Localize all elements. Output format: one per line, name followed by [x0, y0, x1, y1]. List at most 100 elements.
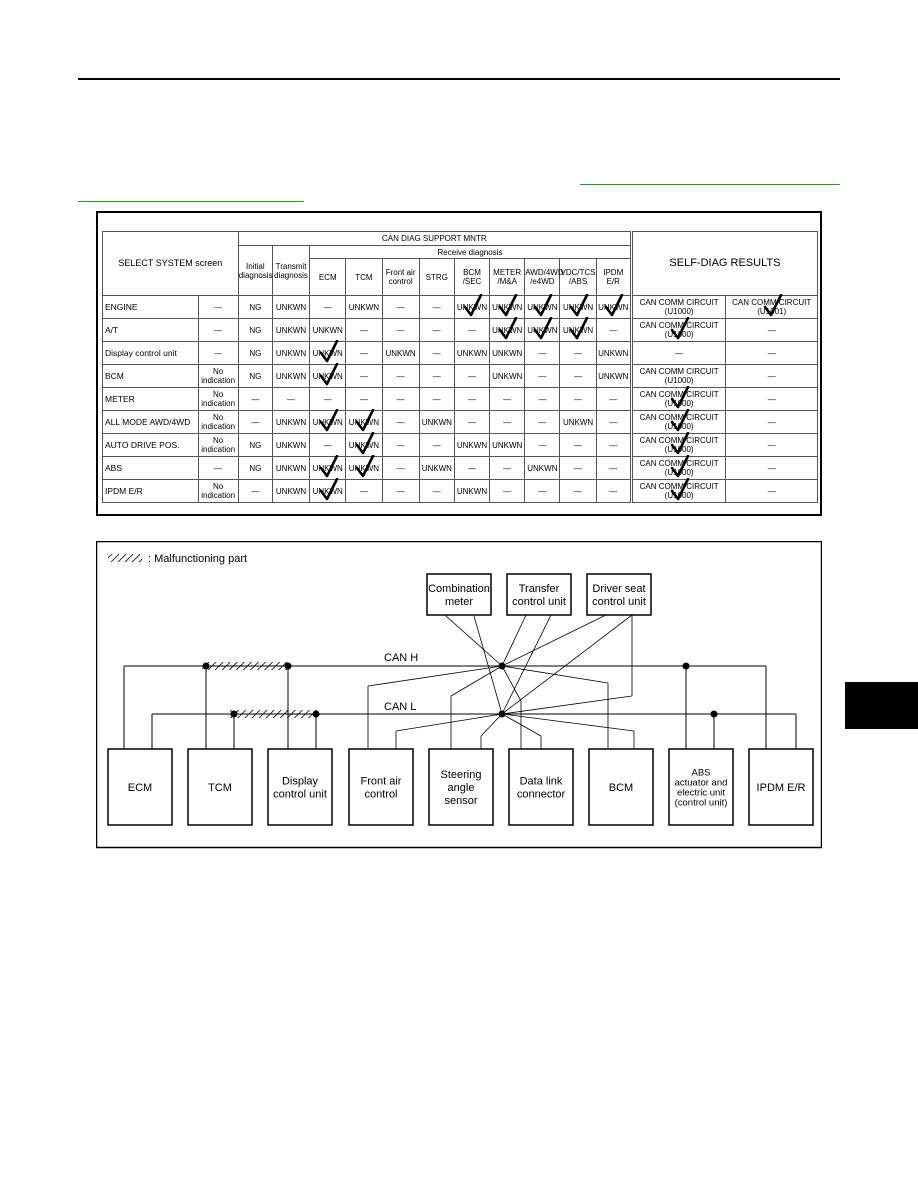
self-diag-value: CAN COMM CIRCUIT (U1000)	[639, 482, 719, 500]
diag-cell: UNKWN	[453, 433, 491, 457]
diag-cell-value: —	[503, 463, 512, 473]
unit-label: (control unit)	[675, 797, 728, 808]
diag-cell: UNKWN	[524, 456, 561, 480]
diag-cell-value: UNKWN	[348, 440, 380, 450]
diag-cell-value: —	[467, 325, 476, 335]
diag-cell-value: UNKWN	[275, 302, 307, 312]
diag-cell: —	[418, 295, 455, 319]
diag-cell-value: —	[396, 417, 405, 427]
diag-cell: —	[418, 433, 455, 457]
diag-cell-value: —	[503, 486, 512, 496]
diag-cell-value: NG	[249, 440, 262, 450]
diag-cell: UNKWN	[595, 364, 632, 388]
diag-cell-value: —	[359, 486, 368, 496]
diag-cell: —	[559, 341, 597, 365]
diag-cell-value: No indication	[201, 367, 236, 385]
diag-cell: UNKWN	[271, 410, 311, 434]
diag-cell-value: UNKWN	[562, 325, 594, 335]
diag-cell: No indication	[197, 479, 239, 503]
diag-cell-value: —	[432, 440, 441, 450]
diag-cell: —	[595, 318, 632, 342]
diag-cell-value: —	[432, 348, 441, 358]
diag-cell: —	[345, 318, 383, 342]
can-diag-table-frame	[96, 211, 822, 516]
self-diag-result: CAN COMM CIRCUIT (U1000)	[629, 295, 727, 319]
self-diag-result: —	[725, 387, 818, 411]
diag-cell-value: —	[574, 348, 583, 358]
diag-cell: —	[381, 433, 420, 457]
receive-col-header: VDC/TCS /ABS	[559, 258, 597, 296]
diag-cell-value: UNKWN	[275, 371, 307, 381]
system-name: IPDM E/R	[102, 479, 199, 503]
self-diag-value: CAN COMM CIRCUIT (U1000)	[639, 321, 719, 339]
diag-cell-value: —	[323, 440, 332, 450]
diag-cell-value: —	[432, 302, 441, 312]
self-diag-value: CAN COMM CIRCUIT (U1000)	[639, 436, 719, 454]
diag-cell-value: —	[574, 486, 583, 496]
unit-label: control unit	[592, 596, 646, 608]
diag-cell-value: UNKWN	[275, 348, 307, 358]
diag-cell-value: —	[359, 371, 368, 381]
diag-cell-value: —	[287, 394, 296, 404]
diag-cell: —	[524, 364, 561, 388]
diag-cell: —	[345, 479, 383, 503]
diag-cell-value: UNKWN	[275, 440, 307, 450]
unit-box	[668, 748, 734, 826]
diag-cell-value: —	[467, 417, 476, 427]
diag-cell-value: —	[214, 302, 223, 312]
can-diag-support-table: SELECT SYSTEM screen CAN DIAG SUPPORT MN…	[102, 231, 819, 503]
diag-cell: UNKWN	[309, 478, 347, 503]
diag-cell: UNKWN	[271, 479, 311, 503]
initial-diagnosis-header: Initial diagnosis	[237, 245, 273, 296]
self-diag-result: —	[725, 341, 818, 365]
reference-link-underline-continued[interactable]	[78, 201, 304, 202]
unit-box	[428, 748, 494, 826]
diag-cell-value: —	[538, 440, 547, 450]
unit-label: actuator and	[675, 777, 728, 788]
diag-cell: UNKWN	[271, 341, 311, 365]
diag-cell-value: —	[538, 348, 547, 358]
can-h-line	[123, 665, 767, 749]
diag-cell: —	[418, 341, 455, 365]
unit-label: Combination	[428, 583, 490, 595]
diag-cell-value: No indication	[201, 390, 236, 408]
diag-cell-value: UNKWN	[527, 302, 558, 312]
diag-cell: —	[524, 433, 561, 457]
diag-cell: NG	[237, 433, 273, 457]
self-diag-value: CAN COMM CIRCUIT (U1000)	[639, 367, 719, 385]
diag-cell-value: —	[432, 325, 441, 335]
self-diag-result: —	[725, 433, 818, 457]
receive-col-header: STRG	[418, 258, 455, 296]
system-name: METER	[102, 387, 199, 411]
diag-cell-value: —	[609, 440, 618, 450]
diag-cell: UNKWN	[271, 456, 311, 480]
self-diag-result: CAN COMM CIRCUIT (U1000)	[629, 478, 727, 503]
unit-label: angle	[448, 782, 475, 794]
can-l-label: CAN L	[384, 701, 416, 713]
diag-cell: UNKWN	[595, 341, 632, 365]
diag-cell-value: —	[503, 394, 512, 404]
system-name: BCM	[102, 364, 199, 388]
legend-label: : Malfunctioning part	[148, 553, 247, 565]
unit-label: Front air	[361, 775, 402, 787]
diag-cell: —	[197, 295, 239, 319]
unit-box	[748, 748, 814, 826]
diag-cell-value: —	[609, 417, 618, 427]
can-network-diagram: : Malfunctioning part CombinationmeterTr…	[96, 541, 822, 849]
diag-cell-value: UNKWN	[275, 486, 307, 496]
diag-cell: —	[309, 295, 347, 319]
unit-label: control	[364, 788, 397, 800]
diag-cell-value: UNKWN	[312, 348, 343, 358]
diag-cell: —	[453, 318, 491, 342]
diag-cell-value: UNKWN	[492, 371, 523, 381]
reference-link-underline[interactable]	[580, 184, 840, 185]
unit-label: meter	[445, 596, 473, 608]
diag-cell-value: —	[251, 394, 260, 404]
diag-cell-value: UNKWN	[421, 417, 452, 427]
diag-cell: —	[381, 410, 420, 434]
diag-cell: UNKWN	[345, 409, 383, 434]
self-diag-result: CAN COMM CIRCUIT (U1000)	[629, 455, 727, 480]
